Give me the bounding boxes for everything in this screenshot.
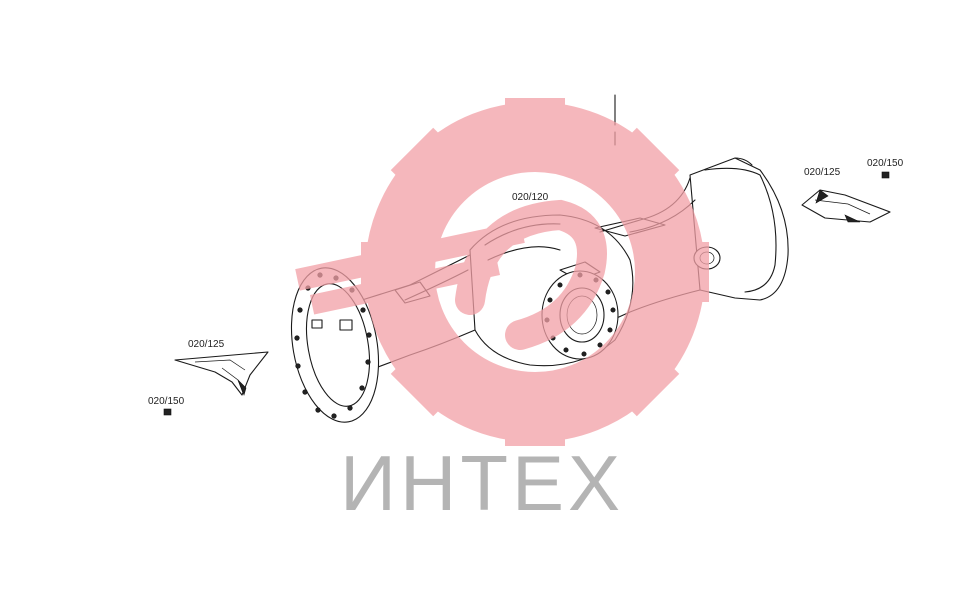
label-cover-left: 020/125 — [188, 339, 225, 350]
label-nut-right: 020/150 — [867, 158, 904, 169]
left-cover-part — [174, 351, 269, 396]
left-nut-part — [163, 408, 172, 416]
watermark-brand-text: ИНТЕХ — [340, 439, 624, 527]
right-nut-part — [881, 171, 890, 179]
gear-logo-icon — [295, 98, 709, 446]
label-nut-left: 020/150 — [148, 396, 185, 407]
label-housing: 020/120 — [512, 192, 549, 203]
label-cover-right: 020/125 — [804, 167, 841, 178]
right-cover-part — [801, 189, 891, 223]
